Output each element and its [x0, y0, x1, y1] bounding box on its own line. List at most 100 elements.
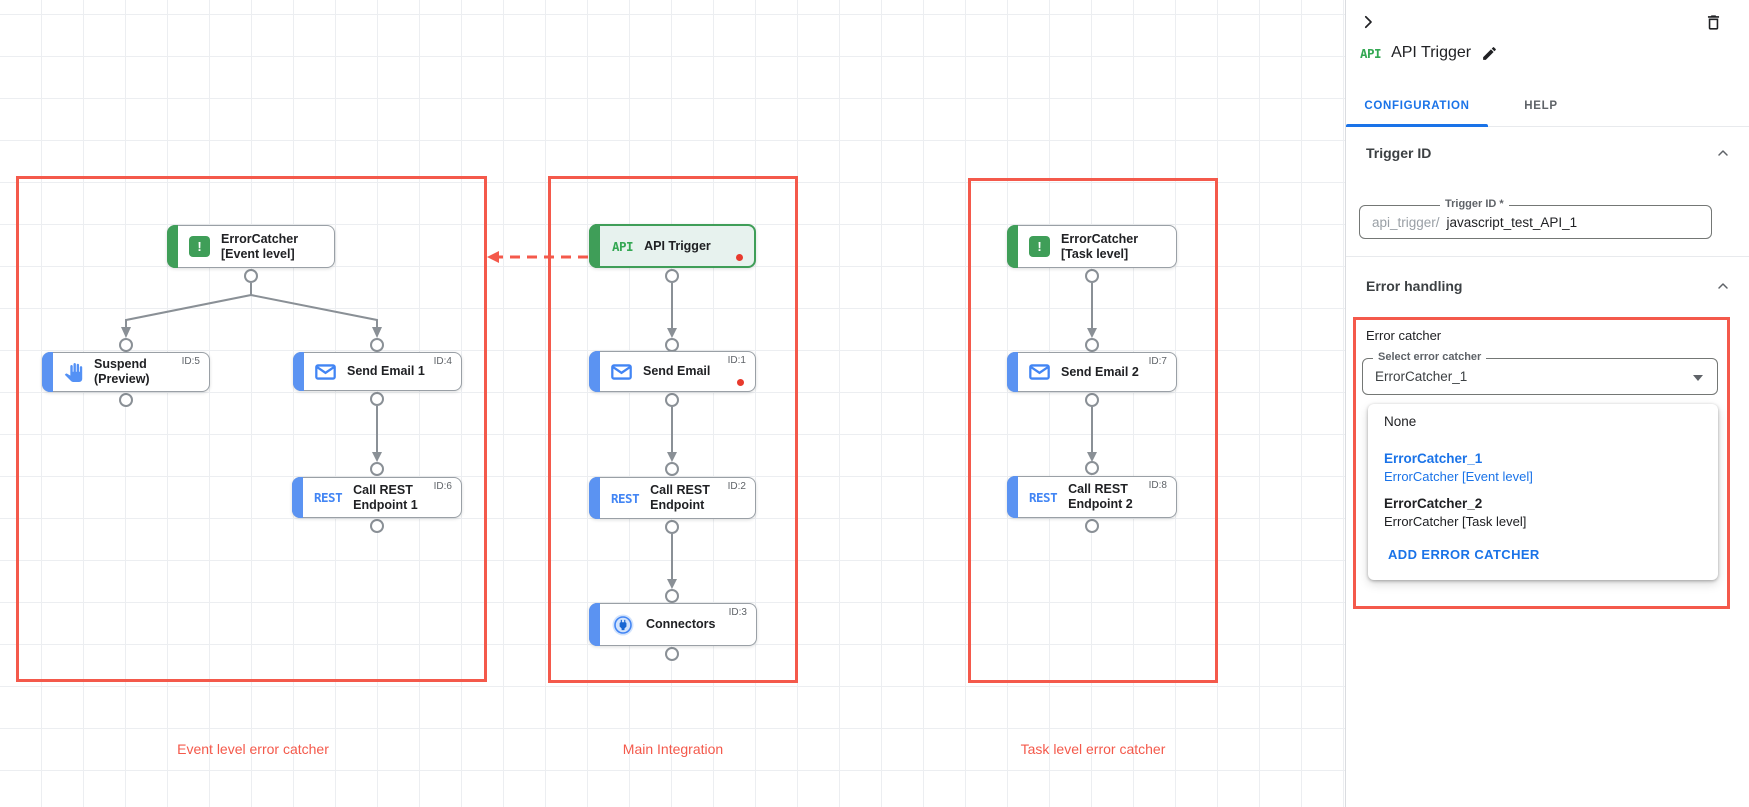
- node-label: Send Email: [643, 364, 711, 378]
- select-error-catcher[interactable]: Select error catcher ErrorCatcher_1: [1362, 351, 1718, 395]
- node-accent-bar: [42, 352, 53, 392]
- hand-icon: [64, 362, 83, 382]
- node-accent-bar: [589, 351, 600, 392]
- chevron-up-icon[interactable]: [1715, 278, 1731, 294]
- node-id-badge: ID:6: [433, 481, 452, 492]
- rest-icon: REST: [314, 490, 343, 505]
- node-id-badge: ID:4: [433, 356, 452, 367]
- config-panel: API API Trigger CONFIGURATION HELP Trigg…: [1345, 0, 1749, 807]
- email-icon: [1029, 364, 1050, 380]
- dropdown-caret-icon: [1693, 375, 1703, 381]
- select-error-catcher-label: Select error catcher: [1373, 351, 1487, 363]
- node-label: Suspend (Preview): [94, 357, 150, 386]
- annotation-box-error-catcher: Error catcher Select error catcher Error…: [1353, 317, 1730, 609]
- section-title: Error handling: [1366, 278, 1463, 294]
- error-catcher-icon: !: [189, 236, 210, 257]
- api-icon: API: [612, 238, 634, 254]
- node-label: Call REST Endpoint 2: [1068, 482, 1133, 511]
- trash-icon: [1704, 13, 1723, 32]
- node-label: Connectors: [646, 617, 716, 631]
- node-label: API Trigger: [644, 238, 711, 253]
- tab-configuration-label: CONFIGURATION: [1364, 100, 1470, 112]
- annotation-label-main-integration: Main Integration: [622, 741, 724, 757]
- trigger-id-prefix: api_trigger/: [1372, 214, 1440, 230]
- annotation-box-event-level: [16, 176, 487, 682]
- annotation-label-event-level: Event level error catcher: [177, 741, 329, 757]
- node-call-rest-endpoint-1[interactable]: REST Call REST Endpoint 1 ID:6: [292, 477, 462, 518]
- edges-layer: [119, 251, 1099, 661]
- node-label: ErrorCatcher [Task level]: [1061, 231, 1139, 261]
- node-send-email-2[interactable]: Send Email 2 ID:7: [1007, 352, 1177, 392]
- trigger-id-field[interactable]: Trigger ID * api_trigger/ javascript_tes…: [1359, 198, 1712, 239]
- panel-tabs: CONFIGURATION HELP: [1346, 86, 1749, 127]
- node-accent-bar: [1007, 352, 1018, 392]
- section-divider: [1346, 256, 1749, 257]
- dashed-error-arrow: [487, 251, 588, 263]
- rest-icon: REST: [611, 490, 640, 506]
- select-error-catcher-value: ErrorCatcher_1: [1375, 369, 1468, 384]
- section-title: Trigger ID: [1366, 145, 1432, 161]
- chevron-right-icon: [1359, 13, 1377, 31]
- node-accent-bar: [1007, 225, 1018, 268]
- node-label: Call REST Endpoint 1: [353, 482, 418, 512]
- node-accent-bar: [589, 603, 600, 646]
- dropdown-option-errorcatcher-2[interactable]: ErrorCatcher_2: [1384, 496, 1483, 511]
- tab-help[interactable]: HELP: [1488, 86, 1594, 126]
- dropdown-option-errorcatcher-1-desc[interactable]: ErrorCatcher [Event level]: [1384, 469, 1533, 484]
- error-catcher-dropdown: None ErrorCatcher_1 ErrorCatcher [Event …: [1368, 404, 1718, 580]
- email-icon: [315, 363, 336, 380]
- node-suspend[interactable]: Suspend (Preview) ID:5: [42, 352, 210, 392]
- annotation-box-main-integration: [548, 176, 798, 683]
- annotation-label-task-level: Task level error catcher: [1020, 741, 1166, 757]
- active-tab-underline: [1346, 124, 1488, 127]
- panel-title: API Trigger: [1391, 44, 1472, 61]
- node-label: Call REST Endpoint: [650, 483, 710, 512]
- node-id-badge: ID:3: [728, 607, 747, 618]
- node-send-email[interactable]: Send Email ID:1: [589, 351, 756, 392]
- error-status-dot: [736, 254, 743, 261]
- api-icon: API: [1360, 45, 1382, 61]
- trigger-id-field-label: Trigger ID *: [1440, 198, 1509, 210]
- node-api-trigger[interactable]: API API Trigger: [589, 224, 756, 268]
- delete-trigger-button[interactable]: [1701, 10, 1725, 34]
- tab-configuration[interactable]: CONFIGURATION: [1346, 86, 1488, 127]
- node-error-catcher-task[interactable]: ! ErrorCatcher [Task level]: [1007, 225, 1177, 268]
- trigger-id-value: javascript_test_API_1: [1446, 214, 1578, 230]
- add-error-catcher-button[interactable]: ADD ERROR CATCHER: [1388, 547, 1540, 562]
- node-send-email-1[interactable]: Send Email 1 ID:4: [293, 352, 462, 391]
- node-label: ErrorCatcher [Event level]: [221, 231, 299, 261]
- node-connectors[interactable]: Connectors ID:3: [589, 603, 757, 646]
- chevron-up-icon[interactable]: [1715, 145, 1731, 161]
- tab-help-label: HELP: [1524, 100, 1558, 112]
- edge: [250, 294, 378, 327]
- node-accent-bar: [167, 225, 178, 268]
- node-call-rest-endpoint-2[interactable]: REST Call REST Endpoint 2 ID:8: [1007, 476, 1177, 518]
- node-id-badge: ID:5: [181, 356, 200, 367]
- section-trigger-id[interactable]: Trigger ID: [1366, 145, 1731, 161]
- connector-icon: [611, 613, 635, 637]
- panel-header: API API Trigger: [1360, 44, 1498, 62]
- error-catcher-group-label: Error catcher: [1366, 328, 1442, 343]
- node-id-badge: ID:7: [1148, 356, 1167, 367]
- edge-lines: [125, 283, 1093, 579]
- section-error-handling[interactable]: Error handling: [1366, 278, 1731, 294]
- workflow-canvas[interactable]: ! ErrorCatcher [Event level] Suspend (Pr…: [0, 0, 1345, 807]
- ports: [119, 269, 1099, 661]
- rest-icon: REST: [1029, 489, 1058, 505]
- edit-title-icon[interactable]: [1481, 45, 1498, 62]
- dropdown-option-errorcatcher-2-desc[interactable]: ErrorCatcher [Task level]: [1384, 514, 1527, 529]
- node-label: Send Email 2: [1061, 364, 1139, 379]
- node-call-rest-endpoint[interactable]: REST Call REST Endpoint ID:2: [589, 477, 756, 519]
- error-catcher-icon: !: [1029, 236, 1050, 257]
- dropdown-option-none[interactable]: None: [1384, 414, 1417, 429]
- node-accent-bar: [1007, 476, 1018, 518]
- dropdown-option-errorcatcher-1[interactable]: ErrorCatcher_1: [1384, 451, 1483, 466]
- node-accent-bar: [293, 352, 304, 391]
- collapse-panel-button[interactable]: [1356, 10, 1380, 34]
- error-status-dot: [737, 379, 744, 386]
- node-label: Send Email 1: [347, 364, 425, 378]
- edge: [125, 283, 252, 327]
- node-error-catcher-event[interactable]: ! ErrorCatcher [Event level]: [167, 225, 335, 268]
- node-accent-bar: [292, 477, 303, 518]
- annotation-box-task-level: [968, 178, 1218, 683]
